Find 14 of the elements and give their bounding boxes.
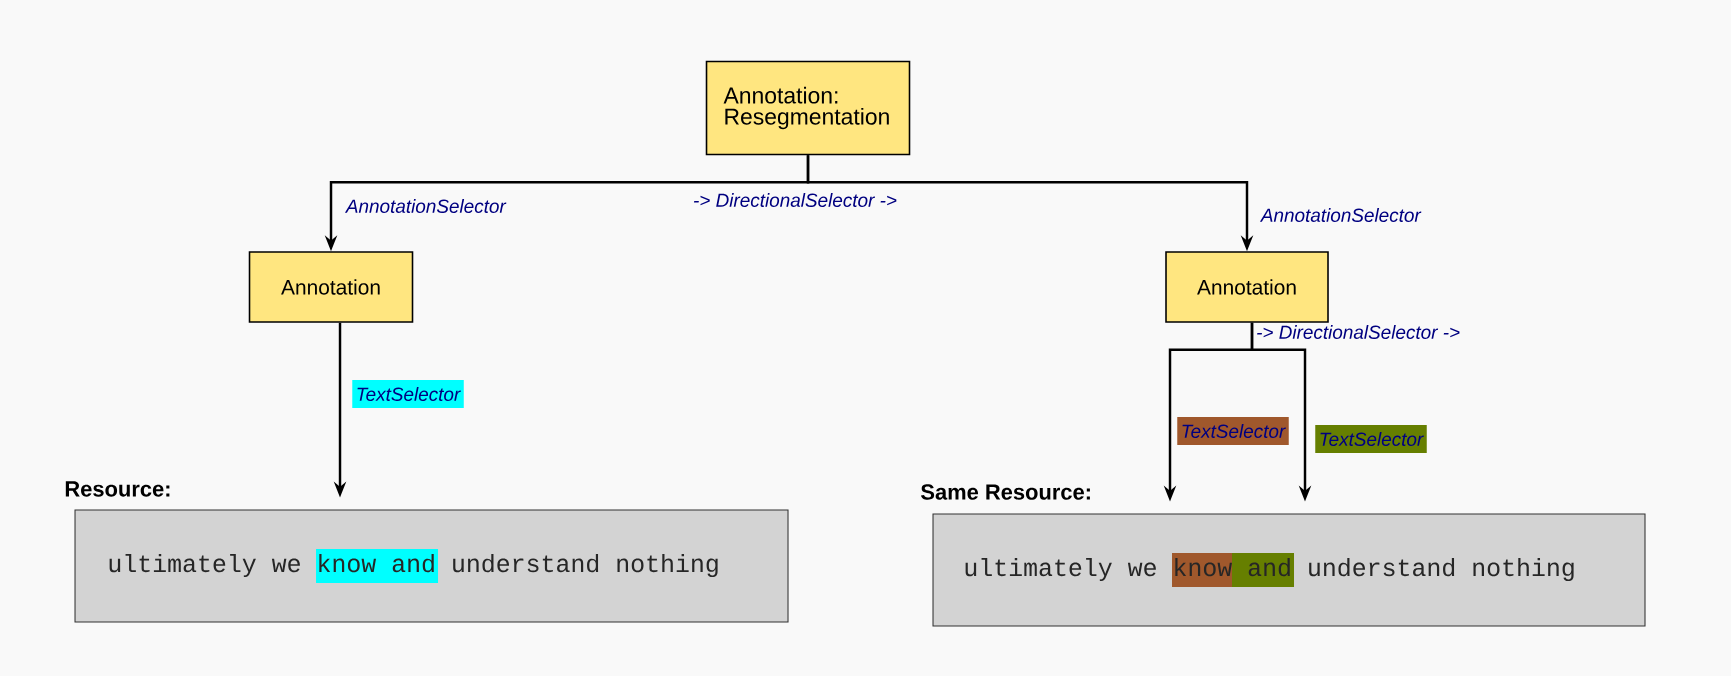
connector-label: -> DirectionalSelector -> bbox=[1254, 323, 1462, 341]
heading: Same Resource: bbox=[921, 484, 1090, 500]
annotation-box: Annotation bbox=[1165, 251, 1329, 323]
resource-box: ultimately we know and understand nothing bbox=[932, 513, 1646, 627]
edge-label: TextSelector bbox=[1177, 417, 1289, 445]
connector-label: -> DirectionalSelector -> bbox=[691, 191, 899, 209]
annotation-box: Annotation: Resegmentation bbox=[705, 60, 911, 156]
resource-box: ultimately we know and understand nothing bbox=[74, 509, 789, 623]
edge-label: AnnotationSelector bbox=[1257, 201, 1425, 229]
edge-label: AnnotationSelector bbox=[342, 192, 510, 220]
heading: Resource: bbox=[65, 481, 170, 497]
edge-label: TextSelector bbox=[352, 380, 464, 408]
annotation-box: Annotation bbox=[248, 251, 414, 323]
edge-label: TextSelector bbox=[1315, 425, 1427, 453]
